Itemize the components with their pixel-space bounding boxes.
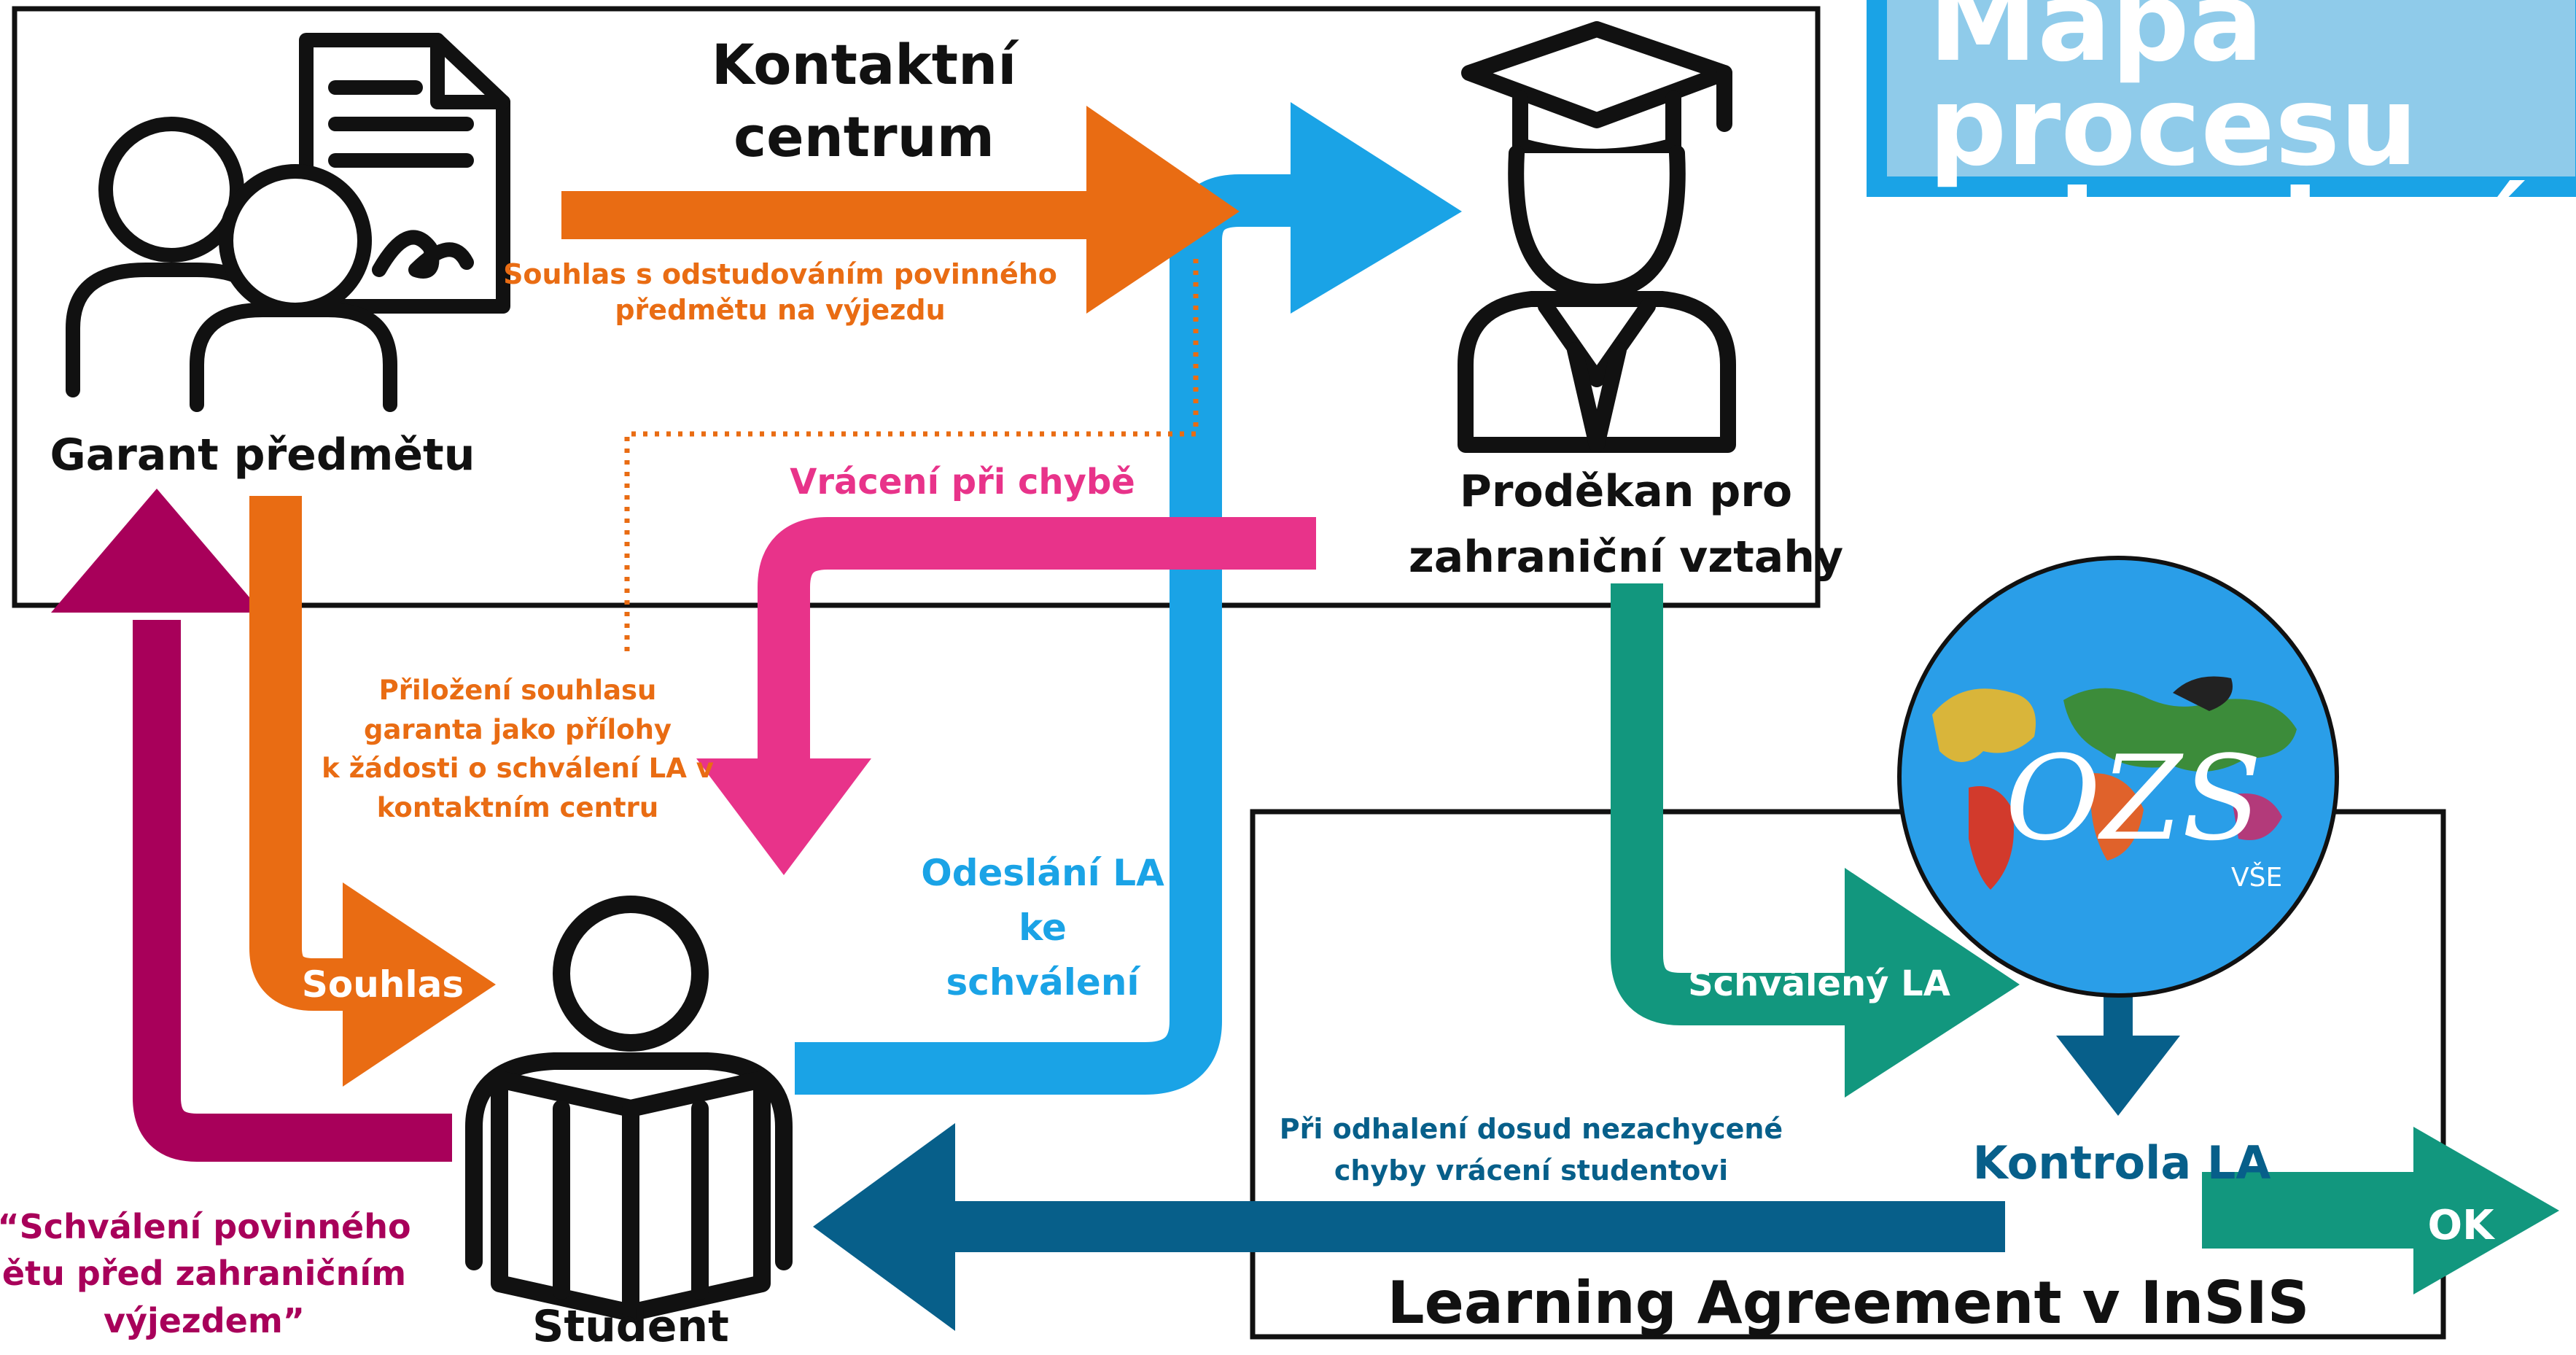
souhlas-povinneho-caption: Souhlas s odstudováním povinného předmět… [503,257,1057,329]
schvaleni-line1: “Schválení povinného [0,1207,411,1246]
pri-odhaleni-line1: Při odhalení dosud nezachycené [1279,1113,1783,1145]
prilozeni-line2: garanta jako přílohy [363,713,672,745]
contact-center-box [12,6,1821,608]
vraceni-caption: Vrácení při chybě [790,462,1135,502]
schvaleni-line3: výjezdem” [104,1300,305,1340]
magenta-arrow [51,489,452,1162]
ozs-logo: OZS VŠE [1897,556,2339,998]
navy-down-arrow [2056,977,2180,1116]
navy-return-arrow [813,1123,2005,1331]
schvaleni-line2: ětu před zahraničním [1,1254,407,1294]
logo-text: OZS [2005,730,2262,866]
kontrola-la-label: Kontrola LA [1972,1136,2271,1189]
map-title: Mapa procesu schvalování [1929,0,2576,294]
pink-vraceni-arrow [696,517,1316,875]
prodekan-label-1: Proděkan pro [1459,466,1793,517]
prilozeni-line3: k žádosti o schválení LA v [322,753,714,785]
prilozeni-caption: Přiložení souhlasu garanta jako přílohy … [299,671,736,828]
prilozeni-line1: Přiložení souhlasu [378,675,657,706]
prodekan-icon [1458,21,1736,453]
souhlas-label: Souhlas [301,963,464,1006]
garant-icon [66,33,510,412]
student-label: Student [532,1301,729,1352]
odeslani-line2: ke [1019,906,1067,949]
insis-box [1250,809,2446,1340]
odeslani-line1: Odeslání LA [921,852,1164,894]
pri-odhaleni-caption: Při odhalení dosud nezachycené chyby vrá… [1254,1109,1808,1192]
pri-odhaleni-line2: chyby vrácení studentovi [1334,1154,1729,1187]
odeslani-line3: schválení [946,961,1140,1003]
teal-schvaleny-arrow [1611,583,2020,1098]
souhlas-povinneho-line2: předmětu na výjezdu [615,294,946,327]
prilozeni-line4: kontaktním centru [376,791,659,823]
garant-label: Garant předmětu [50,430,475,481]
teal-ok-arrow [2202,1127,2559,1294]
schvaleni-quote: “Schválení povinného ětu před zahraniční… [0,1203,430,1344]
student-icon [465,896,793,1321]
logo-sub: VŠE [2231,862,2282,893]
title-box [1867,0,2576,197]
dotted-attach-line [624,259,1199,656]
schvaleny-la-label: Schválený LA [1688,963,1950,1004]
prodekan-label-2: zahraniční vztahy [1408,532,1844,583]
contact-center-title: Kontaktní centrum [711,32,1017,169]
orange-top-arrow [561,106,1240,314]
orange-souhlas-arrow [249,496,496,1087]
souhlas-povinneho-line1: Souhlas s odstudováním povinného [503,258,1057,290]
odeslani-caption: Odeslání LA ke schválení [904,846,1181,1010]
ok-label: OK [2427,1202,2494,1249]
insis-title: Learning Agreement v InSIS [1387,1269,2310,1337]
